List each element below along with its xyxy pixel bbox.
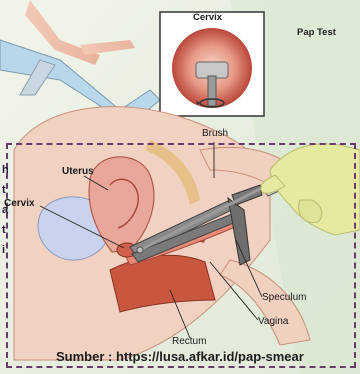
clipped-char: t: [2, 180, 14, 200]
clipped-char: t: [2, 220, 14, 240]
inset-cervix-label: Cervix: [193, 12, 222, 23]
vagina-label: Vagina: [258, 316, 288, 327]
rectum-label: Rectum: [172, 336, 206, 347]
cervix-label: Cervix: [4, 198, 35, 209]
source-credit: Sumber : https://lusa.afkar.id/pap-smear: [56, 349, 304, 364]
cervix-inset: [160, 12, 264, 116]
clipped-char: i: [2, 240, 14, 260]
clipped-side-text: h t a t i: [2, 160, 14, 260]
uterus-label: Uterus: [62, 166, 94, 177]
speculum-label: Speculum: [262, 292, 306, 303]
brush-label: Brush: [202, 128, 228, 139]
clipped-char: h: [2, 160, 14, 180]
diagram-title: Pap Test: [297, 27, 336, 38]
